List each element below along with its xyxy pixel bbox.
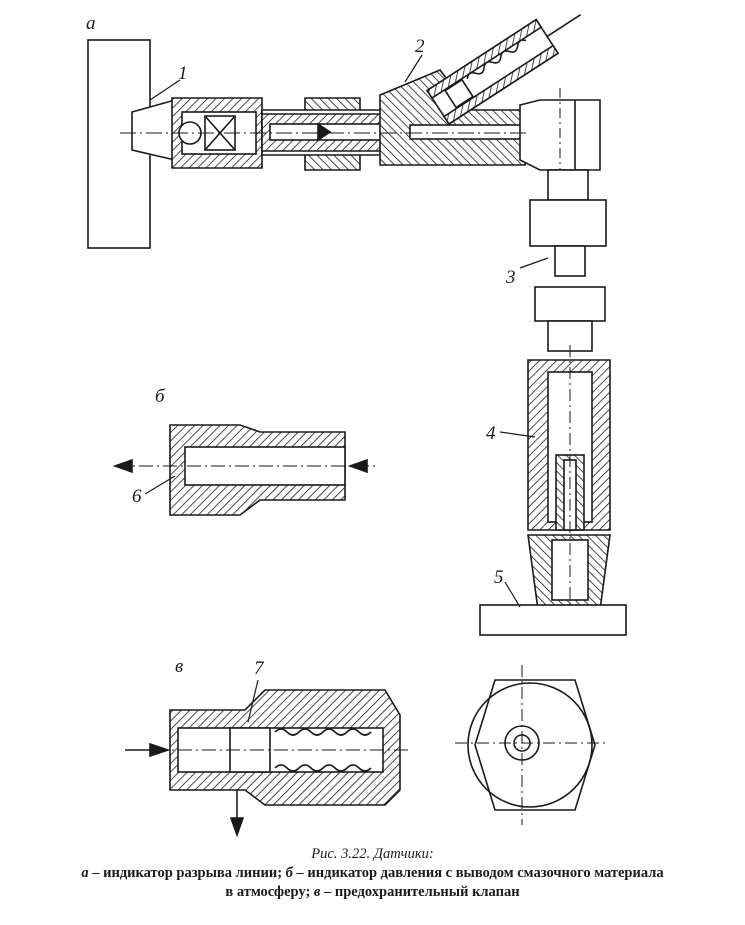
view-label-v: в [175,656,184,677]
view-label-a: а [86,13,96,34]
view-label-b: б [155,386,165,407]
sensor-4-assembly [479,286,627,636]
caption-text-a: – индикатор разрыва линии; [92,865,283,881]
part-label-3: 3 [506,267,516,288]
part-label-1: 1 [178,63,188,84]
caption-text-v: – предохранительный клапан [324,884,520,900]
figure-caption: Рис. 3.22. Датчики: а – индикатор разрыв… [0,845,745,902]
view-a-assembly [87,13,607,277]
part-label-4: 4 [486,423,496,444]
caption-letter-a: а [81,865,89,881]
caption-text-b-cont: в атмосферу; [225,884,311,900]
view-c-safety-valve [125,665,605,838]
caption-title: Рис. 3.22. Датчики: [311,846,434,862]
caption-text-b: – индикатор давления с выводом смазочног… [296,865,664,881]
view-b-pressure-indicator [112,424,375,516]
caption-line-2: в атмосферу; в – предохранительный клапа… [0,883,745,902]
part-label-5: 5 [494,567,504,588]
part-label-6: 6 [132,486,142,507]
part-label-7: 7 [254,658,264,679]
part-label-2: 2 [415,36,425,57]
leader-lines [144,54,549,723]
caption-letter-b: б [285,865,293,881]
caption-letter-v: в [313,884,321,900]
caption-line-1: а – индикатор разрыва линии; б – индикат… [0,864,745,883]
